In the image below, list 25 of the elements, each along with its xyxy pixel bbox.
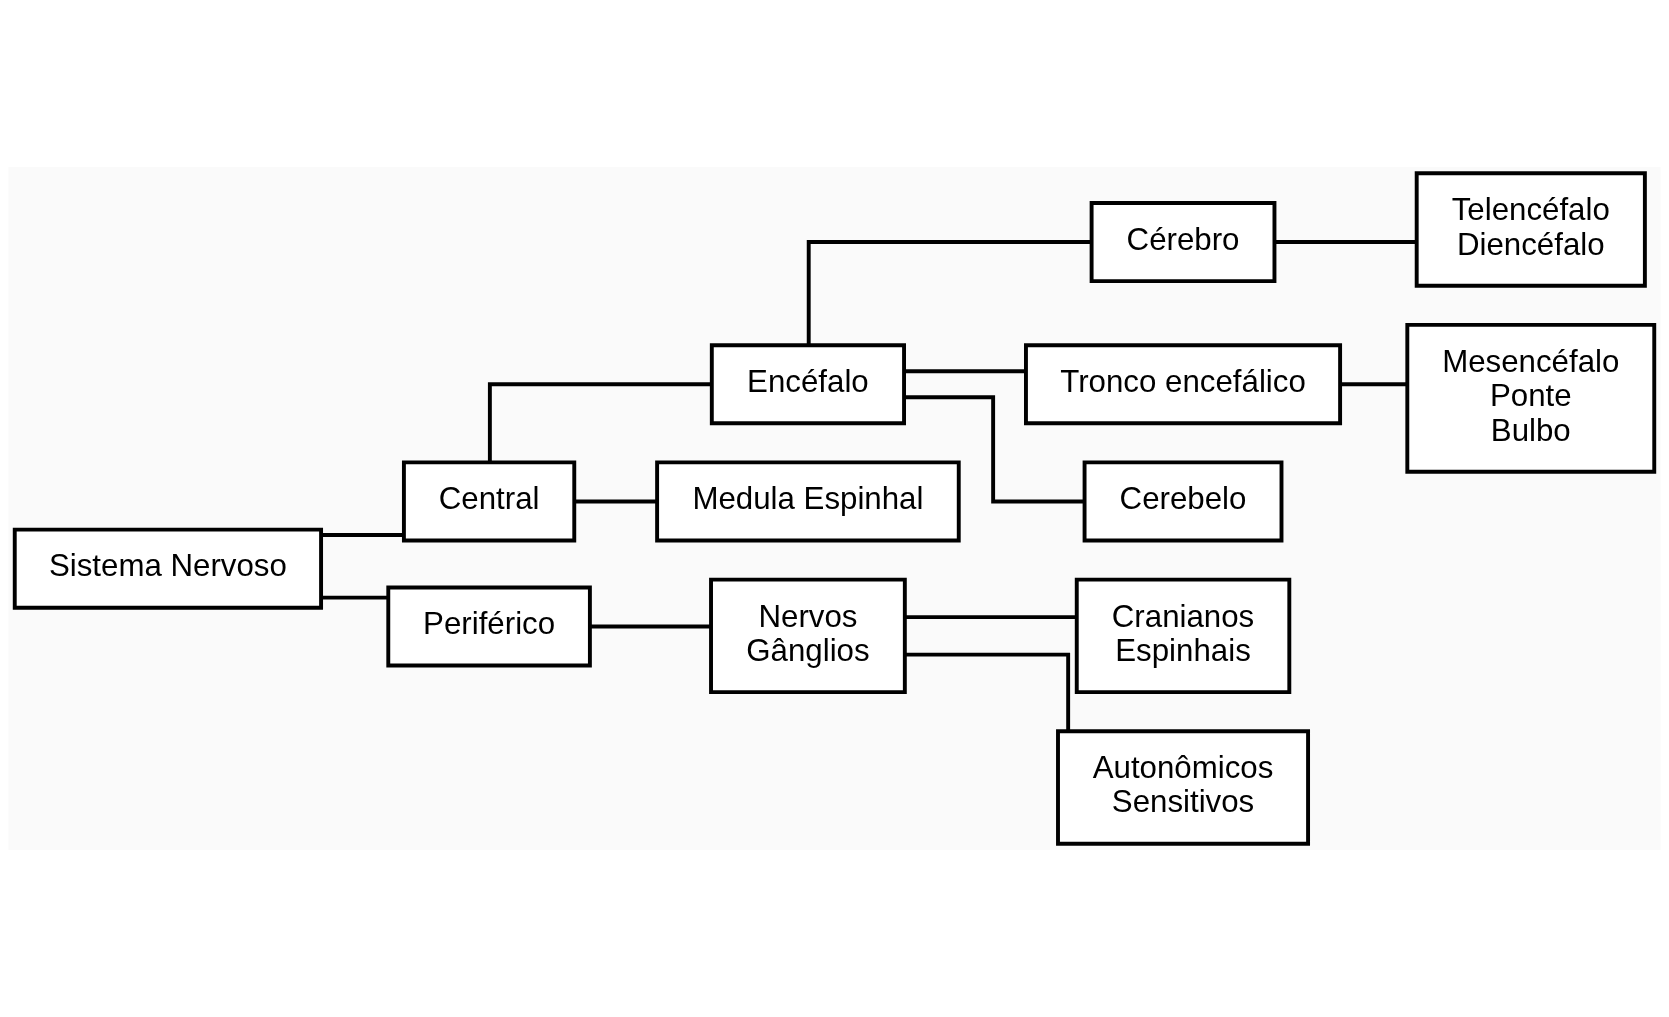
node-box: Cerebelo	[1082, 460, 1284, 543]
connector	[590, 624, 711, 629]
connector	[1274, 240, 1417, 244]
node-box: Telencéfalo Diencéfalo	[1414, 171, 1647, 288]
node-box: Periférico	[386, 585, 592, 668]
connector	[574, 499, 657, 504]
connector	[904, 369, 1026, 374]
node-box: Nervos Gânglios	[709, 577, 907, 695]
connector	[1340, 382, 1408, 387]
connector	[905, 615, 1077, 620]
connector	[487, 382, 712, 462]
node-box: Tronco encefálico	[1024, 343, 1343, 426]
node-box: Encéfalo	[709, 343, 906, 426]
node-box: Medula Espinhal	[655, 460, 961, 543]
connector	[904, 395, 1085, 504]
node-box: Cérebro	[1089, 201, 1277, 284]
connector	[321, 533, 404, 538]
connector	[806, 240, 1092, 345]
node-box: Cranianos Espinhais	[1074, 577, 1292, 695]
node-box: Mesencéfalo Ponte Bulbo	[1405, 322, 1657, 474]
node-box: Autonômicos Sensitivos	[1056, 729, 1311, 846]
node-box: Central	[401, 460, 577, 543]
node-box: Sistema Nervoso	[12, 527, 324, 610]
connector	[321, 595, 388, 600]
connector	[905, 652, 1071, 732]
